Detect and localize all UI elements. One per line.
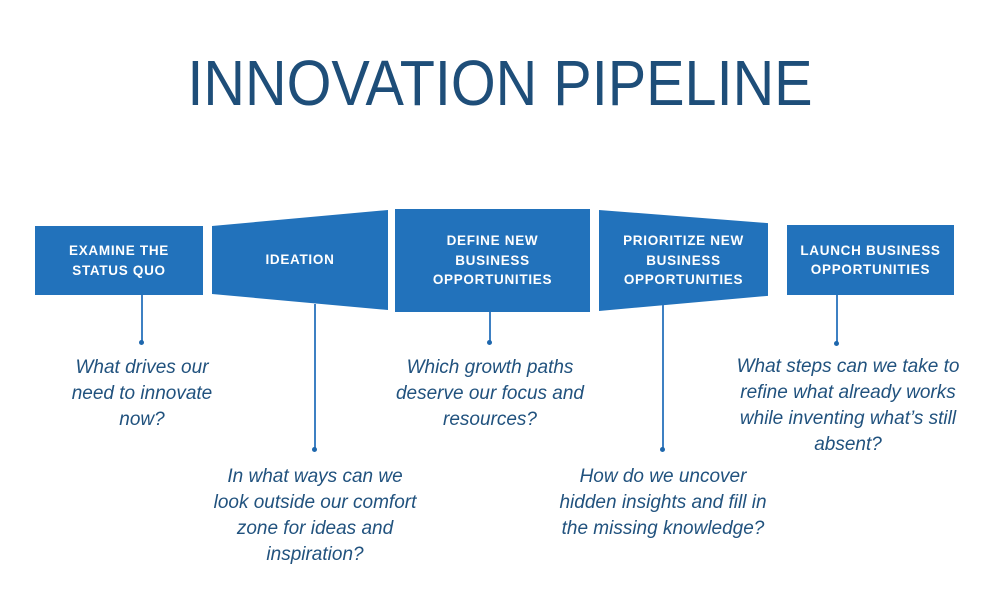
- stage-label: PRIORITIZE NEW BUSINESS OPPORTUNITIES: [623, 233, 744, 288]
- connector-dot: [660, 447, 665, 452]
- connector-line: [314, 304, 316, 448]
- stage-question: What drives our need to innovate now?: [71, 357, 213, 430]
- connector-dot: [139, 340, 144, 345]
- stage-shape-examine-status-quo: EXAMINE THE STATUS QUO: [35, 226, 203, 295]
- connector-dot: [487, 340, 492, 345]
- stage-question: What steps can we take to refine what al…: [736, 356, 960, 455]
- stage-shape-launch-business: LAUNCH BUSINESS OPPORTUNITIES: [787, 225, 954, 295]
- page-title: INNOVATION PIPELINE: [187, 47, 813, 119]
- connector-line: [141, 295, 143, 341]
- connector-line: [662, 305, 664, 448]
- connector-dot: [312, 447, 317, 452]
- stage-label: LAUNCH BUSINESS OPPORTUNITIES: [800, 242, 941, 278]
- stage-label: IDEATION: [265, 252, 335, 268]
- connector-dot: [834, 341, 839, 346]
- stage-label: DEFINE NEW BUSINESS OPPORTUNITIES: [432, 233, 553, 288]
- connector-line: [836, 295, 838, 342]
- stage-label: EXAMINE THE STATUS QUO: [69, 243, 169, 278]
- stage-question: Which growth paths deserve our focus and…: [395, 357, 584, 430]
- stage-shape-prioritize-new-business: PRIORITIZE NEW BUSINESS OPPORTUNITIES: [599, 210, 768, 311]
- connector-line: [489, 312, 491, 341]
- stage-shape-define-new-business: DEFINE NEW BUSINESS OPPORTUNITIES: [395, 209, 590, 312]
- stage-question: How do we uncover hidden insights and fi…: [559, 466, 767, 539]
- stage-shape-ideation: IDEATION: [212, 210, 388, 310]
- stage-question: In what ways can we look outside our com…: [213, 466, 417, 565]
